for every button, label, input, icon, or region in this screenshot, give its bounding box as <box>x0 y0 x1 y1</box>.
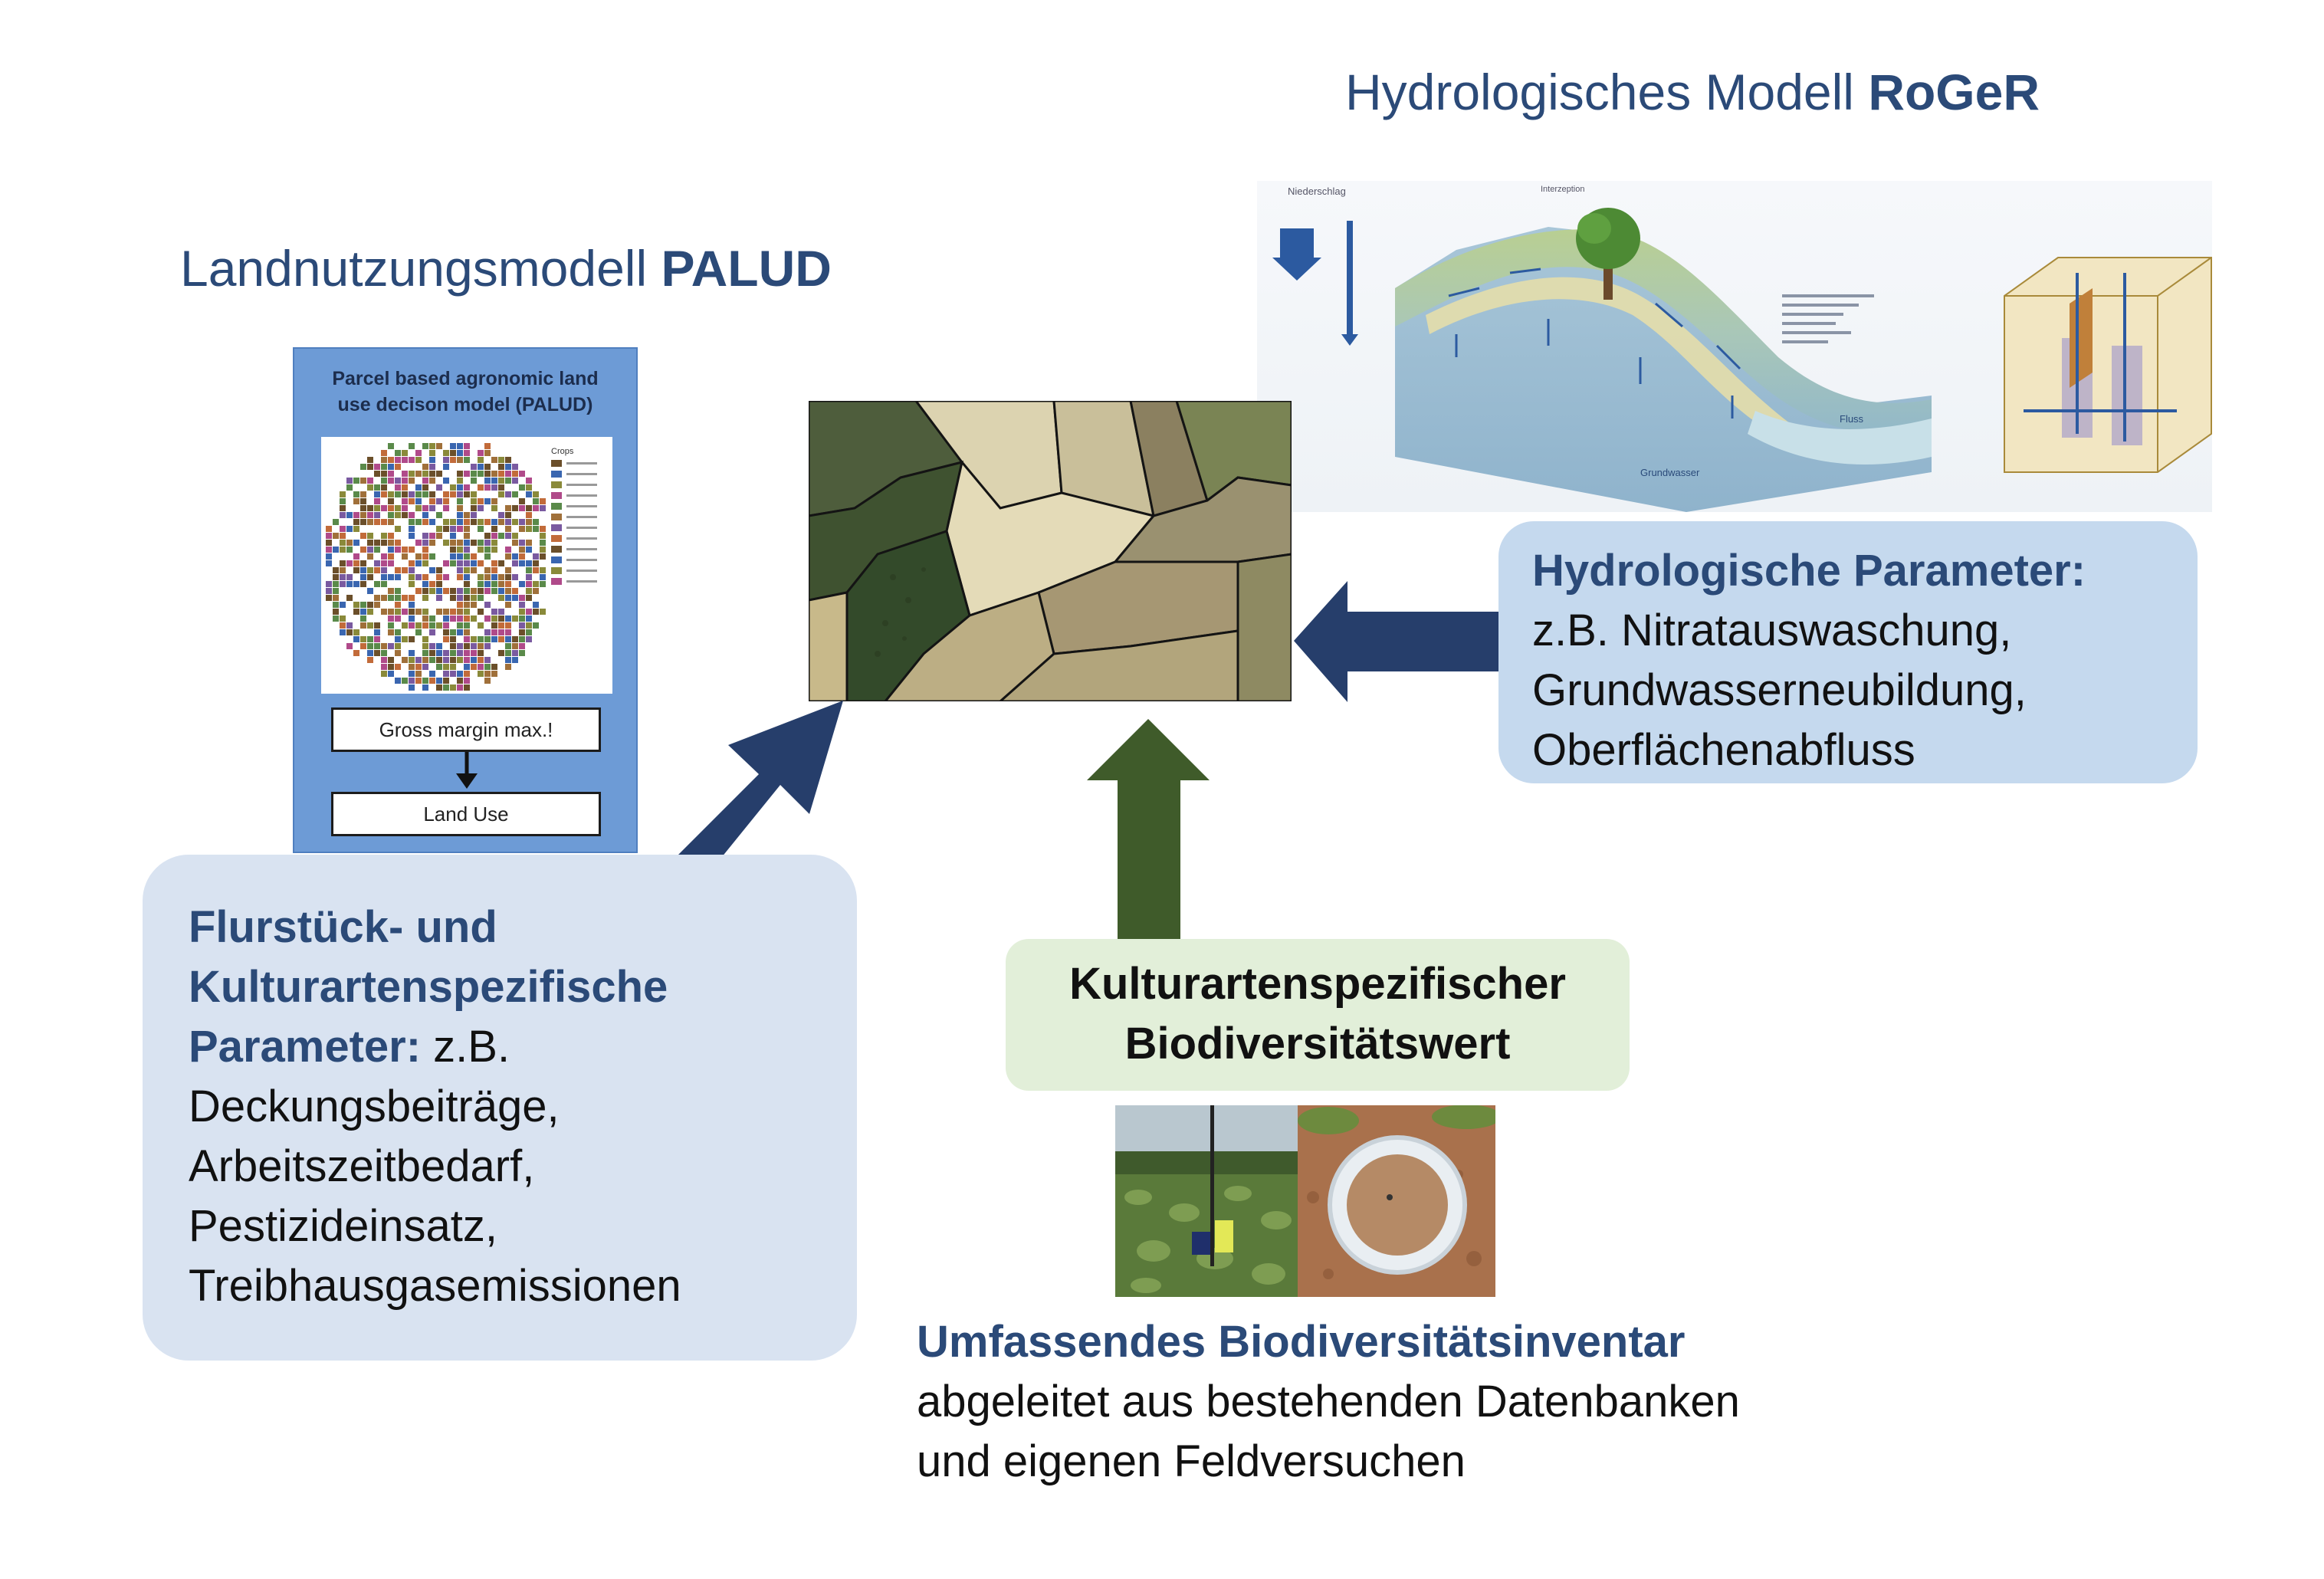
palud-land-use-map: Crops <box>321 437 612 694</box>
palud-title: Landnutzungsmodell PALUD <box>180 240 832 297</box>
precip-label: Niederschlag <box>1288 185 1346 197</box>
parcel-parameters-box: Flurstück- und Kulturartenspezifische Pa… <box>143 855 857 1361</box>
palud-figure-title: Parcel based agronomic land use decison … <box>332 368 599 415</box>
river-label: Fluss <box>1840 413 1864 425</box>
roger-title: Hydrologisches Modell RoGeR <box>1345 64 2040 120</box>
field-photo-pitfall-trap <box>1298 1105 1495 1297</box>
biodiversity-value-box: Kulturartenspezifischer Biodiversitätswe… <box>1006 939 1630 1091</box>
roger-hydrology-diagram: Niederschlag Fluss Grundwasser Interzept… <box>1257 181 2212 512</box>
palud-figure: Parcel based agronomic land use decison … <box>293 347 638 853</box>
step-down-arrow <box>456 752 478 789</box>
palud-map-legend-title: Crops <box>551 447 574 456</box>
land-use-box: Land Use <box>331 792 601 836</box>
field-photo-crops <box>1115 1105 1298 1297</box>
groundwater-label: Grundwasser <box>1640 467 1700 478</box>
interception-label: Interzeption <box>1541 185 1584 194</box>
arrow-hydro-to-field <box>1294 581 1501 702</box>
biodiversity-inventory-caption: Umfassendes Biodiversitätsinventar abgel… <box>917 1317 1740 1486</box>
hydro-parameters-box: Hydrologische Parameter: z.B. Nitratausw… <box>1498 521 2198 783</box>
aerial-field-image <box>809 401 1292 701</box>
arrow-bio-to-field <box>1087 719 1210 944</box>
gross-margin-box: Gross margin max.! <box>331 707 601 752</box>
